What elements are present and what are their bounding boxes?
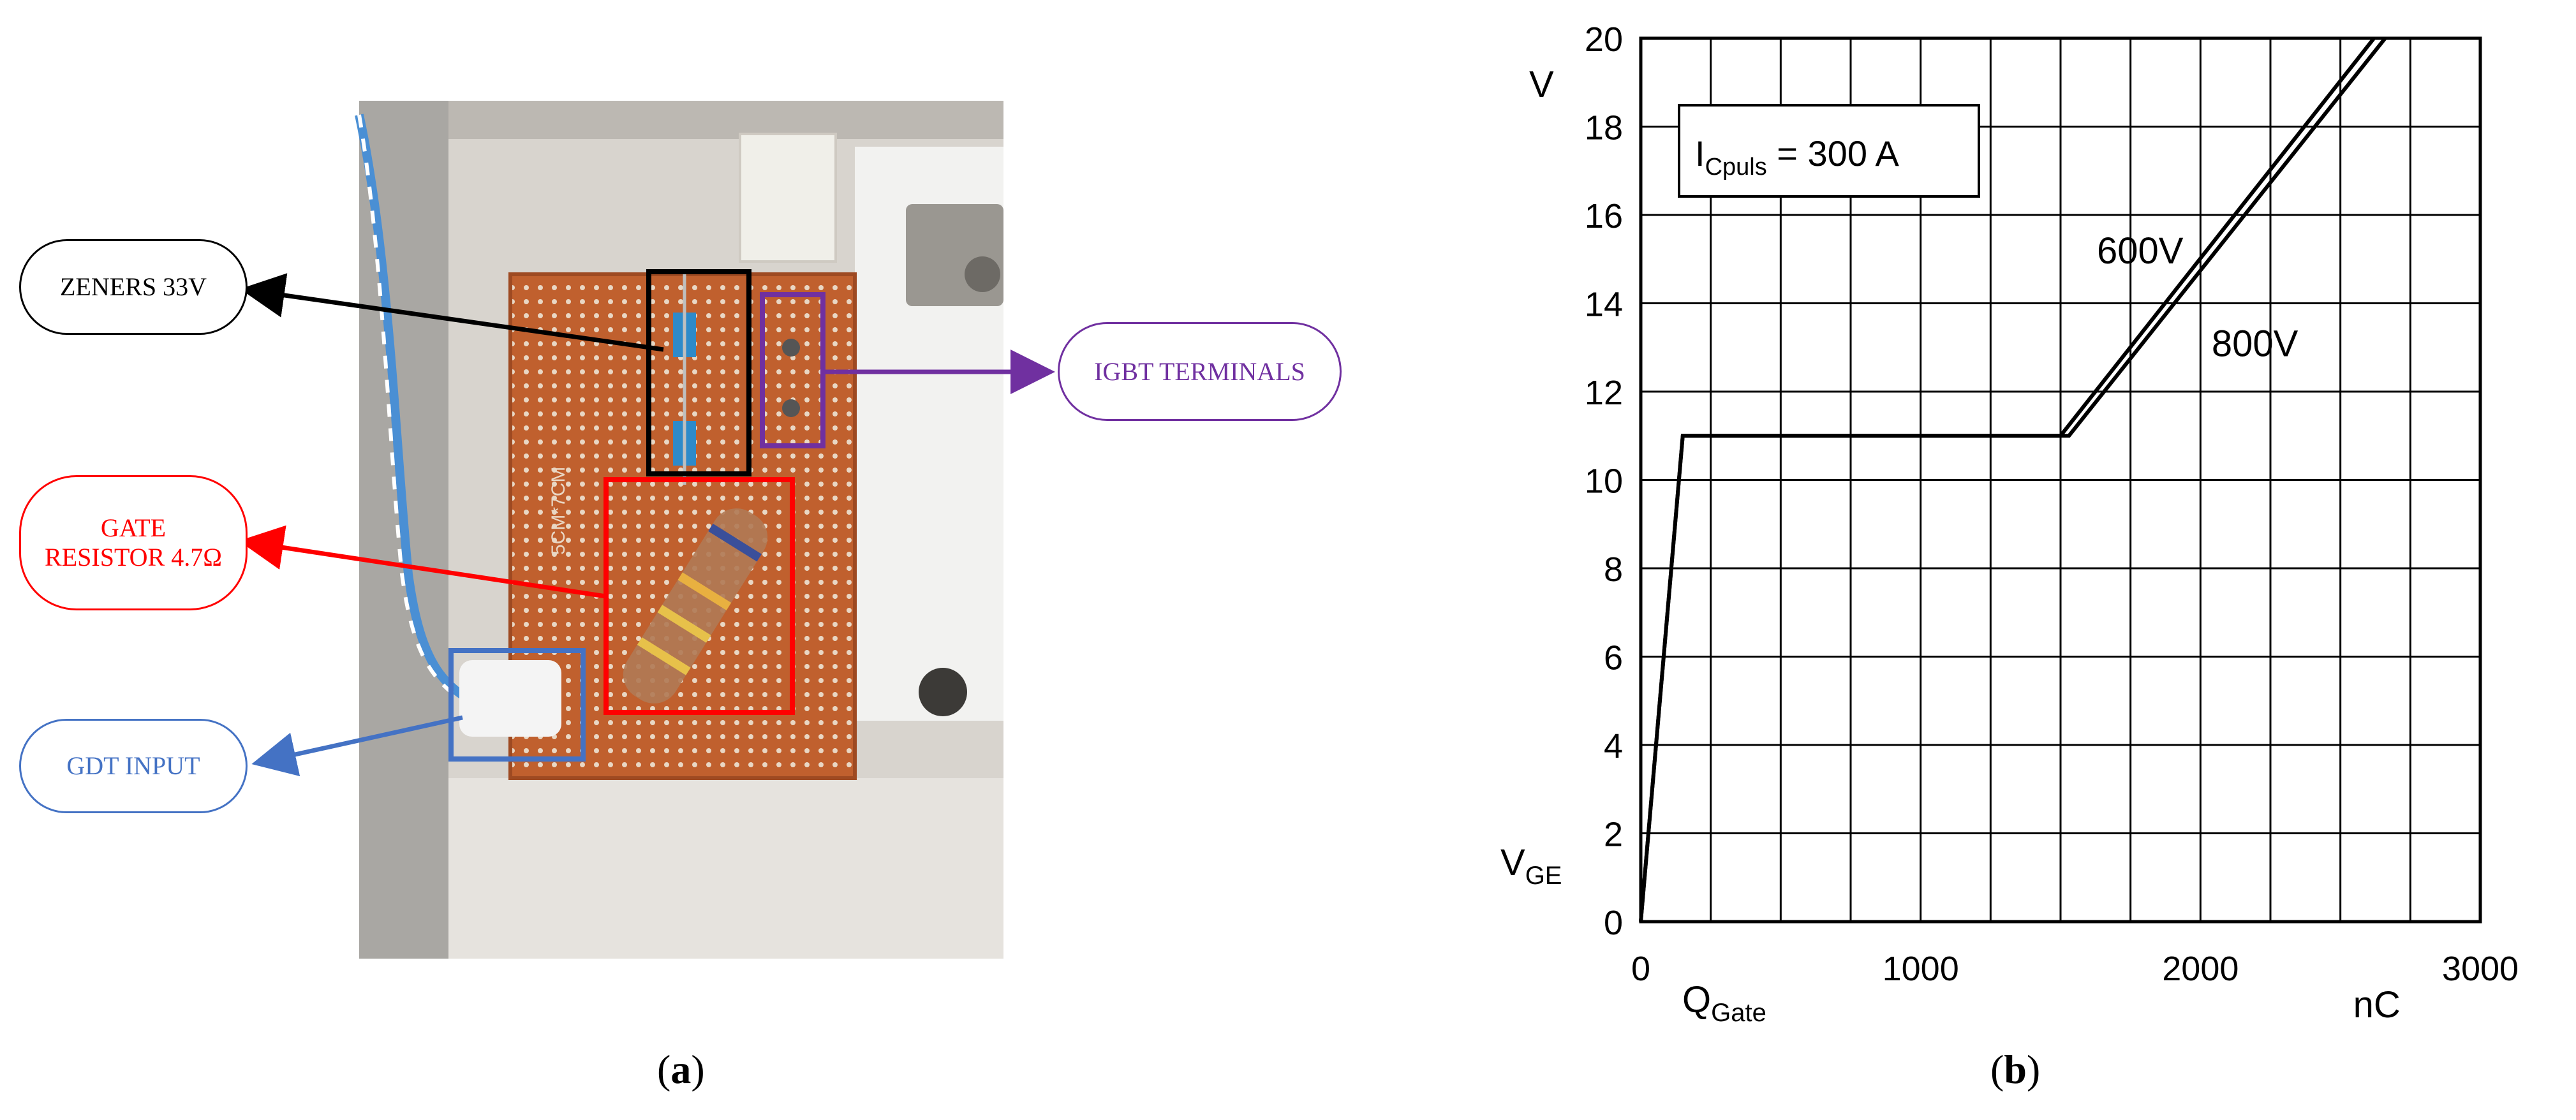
zener-arrow [240, 273, 664, 352]
x-axis-label: QGate [1682, 979, 1766, 1027]
y-tick-label: 2 [1604, 816, 1623, 854]
caption-b-letter: b [2004, 1047, 2027, 1092]
y-tick-label: 0 [1604, 904, 1623, 942]
photo-panel: 5CM*7CM [239, 101, 1055, 959]
connector-housing [739, 133, 837, 263]
callout-zeners: ZENERS 33V [19, 239, 248, 335]
igbt-screw [965, 256, 1000, 292]
y-unit-label: V [1529, 64, 1554, 105]
igbt-terminal-pin-1 [782, 339, 800, 357]
callout-gate-resistor-label: GATE RESISTOR 4.7Ω [45, 513, 222, 571]
photo-bottom-plate [448, 778, 1003, 959]
y-axis-label: VGE [1500, 842, 1562, 890]
perfboard [508, 272, 857, 780]
x-unit-label: nC [2353, 984, 2401, 1026]
caption-a: (a) [657, 1047, 705, 1092]
current-legend-box [1678, 104, 1980, 198]
y-tick-label: 10 [1585, 462, 1623, 501]
mounting-hole [919, 668, 967, 716]
callout-gate-resistor: GATE RESISTOR 4.7Ω [19, 475, 248, 610]
series-label-800v: 800V [2212, 323, 2298, 365]
resistor-arrow [239, 525, 607, 599]
callout-gdt-input-label: GDT INPUT [66, 751, 200, 780]
blue-white-wire [355, 114, 487, 712]
gdt-input-wires [459, 660, 561, 737]
y-tick-label: 4 [1604, 727, 1623, 765]
caption-a-letter: a [670, 1047, 692, 1092]
x-tick-label: 2000 [2162, 950, 2239, 988]
enclosure-top [448, 101, 1003, 139]
y-tick-label: 18 [1585, 109, 1623, 147]
y-tick-label: 14 [1585, 286, 1623, 324]
callout-igbt-terminals: IGBT TERMINALS [1058, 322, 1342, 421]
y-tick-label: 12 [1585, 374, 1623, 412]
gdt-highlight-box [448, 648, 586, 762]
caption-b: (b) [1990, 1047, 2041, 1092]
callout-igbt-terminals-label: IGBT TERMINALS [1094, 357, 1305, 386]
gdt-arrow [251, 715, 463, 777]
wire-stripe [357, 114, 486, 716]
y-tick-label: 6 [1604, 639, 1623, 677]
callout-gdt-input: GDT INPUT [19, 719, 248, 813]
y-tick-label: 8 [1604, 550, 1623, 589]
zener-highlight-box [646, 269, 751, 476]
callout-zeners-label: ZENERS 33V [60, 272, 207, 301]
igbt-terminal-pin-2 [782, 399, 800, 417]
y-tick-label: 20 [1585, 20, 1623, 59]
series-label-600v: 600V [2097, 230, 2184, 272]
gate-charge-chart: 0 2 4 6 8 10 12 14 16 18 20 0 1000 2000 3000 V VGE QGate n… [1500, 20, 2519, 1027]
board-marking: 5CM*7CM [548, 467, 569, 555]
gate-resistor [623, 508, 768, 704]
series-line-800v [1639, 37, 2387, 922]
x-tick-label: 3000 [2442, 950, 2519, 988]
y-tick-label: 16 [1585, 197, 1623, 235]
x-tick-label: 1000 [1883, 950, 1959, 988]
x-tick-label: 0 [1631, 950, 1650, 988]
current-legend-text: ICpuls = 300 A [1695, 133, 1899, 181]
